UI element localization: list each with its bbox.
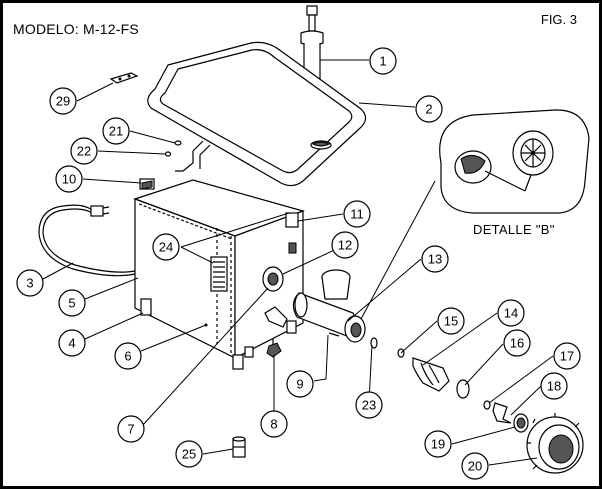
- callout-3: 3: [16, 269, 44, 297]
- callout-29-number: 29: [56, 94, 70, 109]
- power-cord-part: [38, 204, 136, 277]
- callout-21-number: 21: [109, 124, 123, 139]
- callout-2-number: 2: [425, 102, 432, 117]
- callout-1: 1: [369, 47, 397, 75]
- tray-part: [147, 41, 367, 187]
- callout-7-number: 7: [127, 422, 134, 437]
- callout-5-number: 5: [68, 296, 75, 311]
- callout-5: 5: [58, 289, 86, 317]
- callout-21: 21: [102, 117, 130, 145]
- callout-8: 8: [260, 410, 288, 438]
- callout-22-number: 22: [77, 144, 91, 159]
- callout-25-number: 25: [182, 447, 196, 462]
- callout-16: 16: [503, 329, 531, 357]
- callout-12: 12: [331, 231, 359, 259]
- leader-lines: [42, 59, 554, 466]
- callout-11: 11: [343, 200, 371, 228]
- screw-parts: [164, 140, 182, 157]
- grinder-head-part: [292, 269, 366, 343]
- callout-20: 20: [461, 452, 489, 480]
- callout-18: 18: [540, 372, 568, 400]
- ring-nut-part: [526, 413, 584, 474]
- callout-6-number: 6: [124, 349, 131, 364]
- callout-17: 17: [553, 342, 581, 370]
- callout-4-number: 4: [68, 336, 75, 351]
- callout-13: 13: [421, 245, 449, 273]
- callout-23-number: 23: [362, 398, 376, 413]
- callout-14-number: 14: [504, 306, 518, 321]
- callout-15: 15: [437, 307, 465, 335]
- callout-12-number: 12: [338, 238, 352, 253]
- callout-19-number: 19: [431, 437, 445, 452]
- callout-1-number: 1: [379, 54, 386, 69]
- auger-parts: [370, 337, 529, 433]
- callout-10: 10: [55, 165, 83, 193]
- callout-24-number: 24: [159, 240, 173, 255]
- callout-9: 9: [286, 370, 314, 398]
- parts-drawing: 1 2 3 4 5 6 7 8 9 10 11 12 13 14 15 16 1…: [16, 5, 590, 480]
- figure-label: FIG. 3: [540, 12, 577, 27]
- callout-29: 29: [49, 87, 77, 115]
- callout-6: 6: [114, 342, 142, 370]
- detail-b-inset: [439, 109, 590, 214]
- callout-22: 22: [70, 137, 98, 165]
- bracket-part: [109, 72, 139, 84]
- callout-4: 4: [58, 329, 86, 357]
- cap-part: [232, 436, 246, 458]
- callout-11-number: 11: [350, 207, 364, 222]
- callout-14: 14: [497, 299, 525, 327]
- callout-17-number: 17: [560, 349, 574, 364]
- callout-16-number: 16: [510, 336, 524, 351]
- callout-10-number: 10: [62, 172, 76, 187]
- model-title: MODELO: M-12-FS: [13, 21, 139, 37]
- callout-15-number: 15: [444, 314, 458, 329]
- callout-25: 25: [175, 440, 203, 468]
- callout-13-number: 13: [428, 252, 442, 267]
- callout-20-number: 20: [468, 459, 482, 474]
- callout-2: 2: [415, 95, 443, 123]
- callout-18-number: 18: [547, 379, 561, 394]
- callout-7: 7: [117, 415, 145, 443]
- callout-9-number: 9: [296, 377, 303, 392]
- callout-8-number: 8: [270, 417, 277, 432]
- callout-19: 19: [424, 430, 452, 458]
- callout-24: 24: [152, 233, 180, 261]
- callout-3-number: 3: [26, 276, 33, 291]
- motor-flange-part: [262, 266, 288, 358]
- callout-23: 23: [355, 391, 383, 419]
- detail-b-label: DETALLE "B": [473, 222, 555, 237]
